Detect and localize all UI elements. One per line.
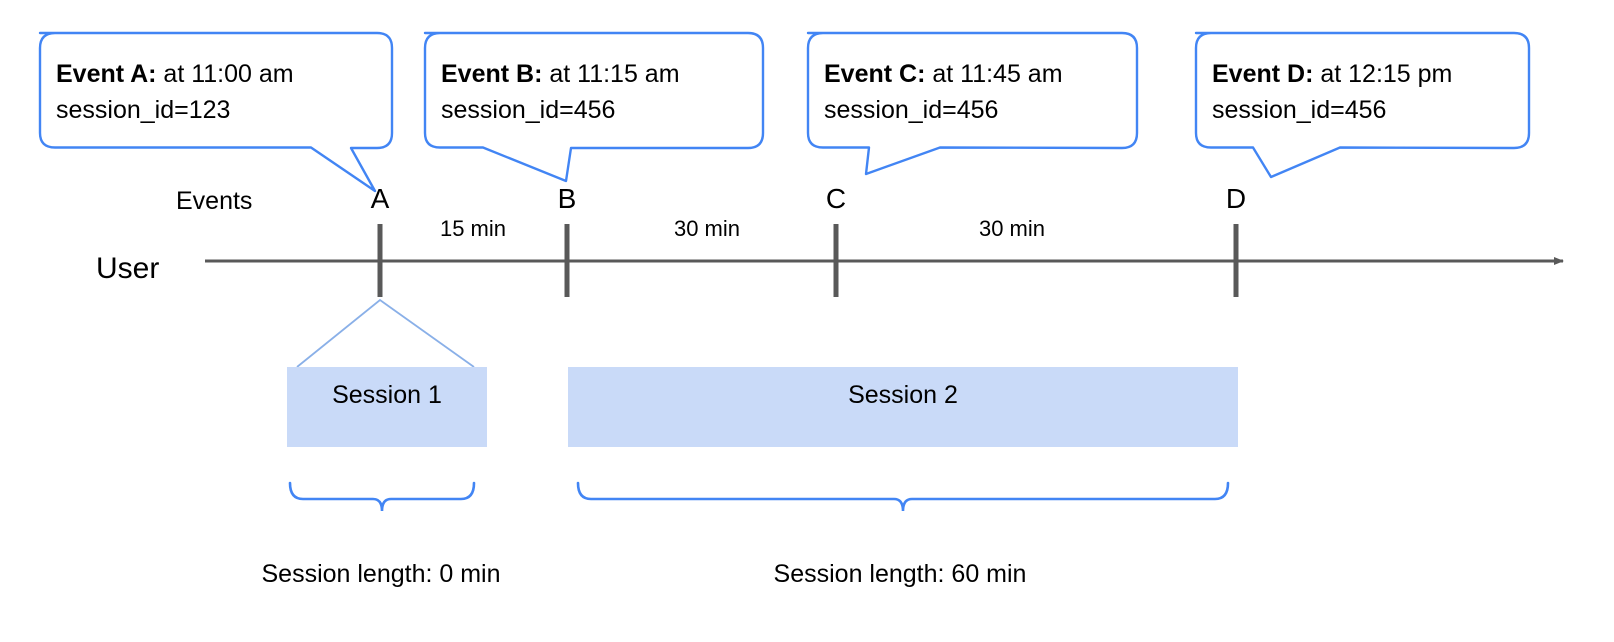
callout-c-bubble <box>806 31 1139 176</box>
callout-b-line1: Event B: at 11:15 am <box>441 60 680 88</box>
callout-d-line1: Event D: at 12:15 pm <box>1212 60 1452 88</box>
session-1-length-label: Session length: 0 min <box>261 560 500 588</box>
event-letter-d: D <box>1226 183 1246 214</box>
callout-a-line1: Event A: at 11:00 am <box>56 60 294 88</box>
session-1-brace <box>288 481 476 512</box>
session-bar-1-label: Session 1 <box>332 381 442 409</box>
callout-c-line1: Event C: at 11:45 am <box>824 60 1063 88</box>
callout-d[interactable]: Event D: at 12:15 pm session_id=456 <box>1194 31 1531 179</box>
callout-d-line2: session_id=456 <box>1212 96 1386 124</box>
callout-b-bubble <box>423 31 765 183</box>
callout-a[interactable]: Event A: at 11:00 am session_id=123 <box>38 31 394 193</box>
callout-a-line2: session_id=123 <box>56 96 230 124</box>
session-bar-2[interactable]: Session 2 <box>568 367 1238 447</box>
events-row-label: Events <box>176 187 252 215</box>
callout-c-line2: session_id=456 <box>824 96 998 124</box>
gap-label-c-d: 30 min <box>979 216 1045 241</box>
gap-label-a-b: 15 min <box>440 216 506 241</box>
session-bar-2-label: Session 2 <box>848 381 958 409</box>
callout-a-bubble <box>38 31 394 193</box>
event-letter-c: C <box>826 183 846 214</box>
session-2-length-label: Session length: 60 min <box>774 560 1027 588</box>
event-letter-b: B <box>558 183 577 214</box>
callout-b-line2: session_id=456 <box>441 96 615 124</box>
session-bar-1[interactable]: Session 1 <box>287 367 487 447</box>
callout-b[interactable]: Event B: at 11:15 am session_id=456 <box>423 31 765 183</box>
session-1-connector <box>296 298 475 368</box>
callout-d-bubble <box>1194 31 1531 179</box>
gap-label-b-c: 30 min <box>674 216 740 241</box>
session-2-brace <box>576 481 1230 512</box>
callout-c[interactable]: Event C: at 11:45 am session_id=456 <box>806 31 1139 176</box>
user-axis-label: User <box>96 252 159 285</box>
event-letter-a: A <box>371 183 390 214</box>
